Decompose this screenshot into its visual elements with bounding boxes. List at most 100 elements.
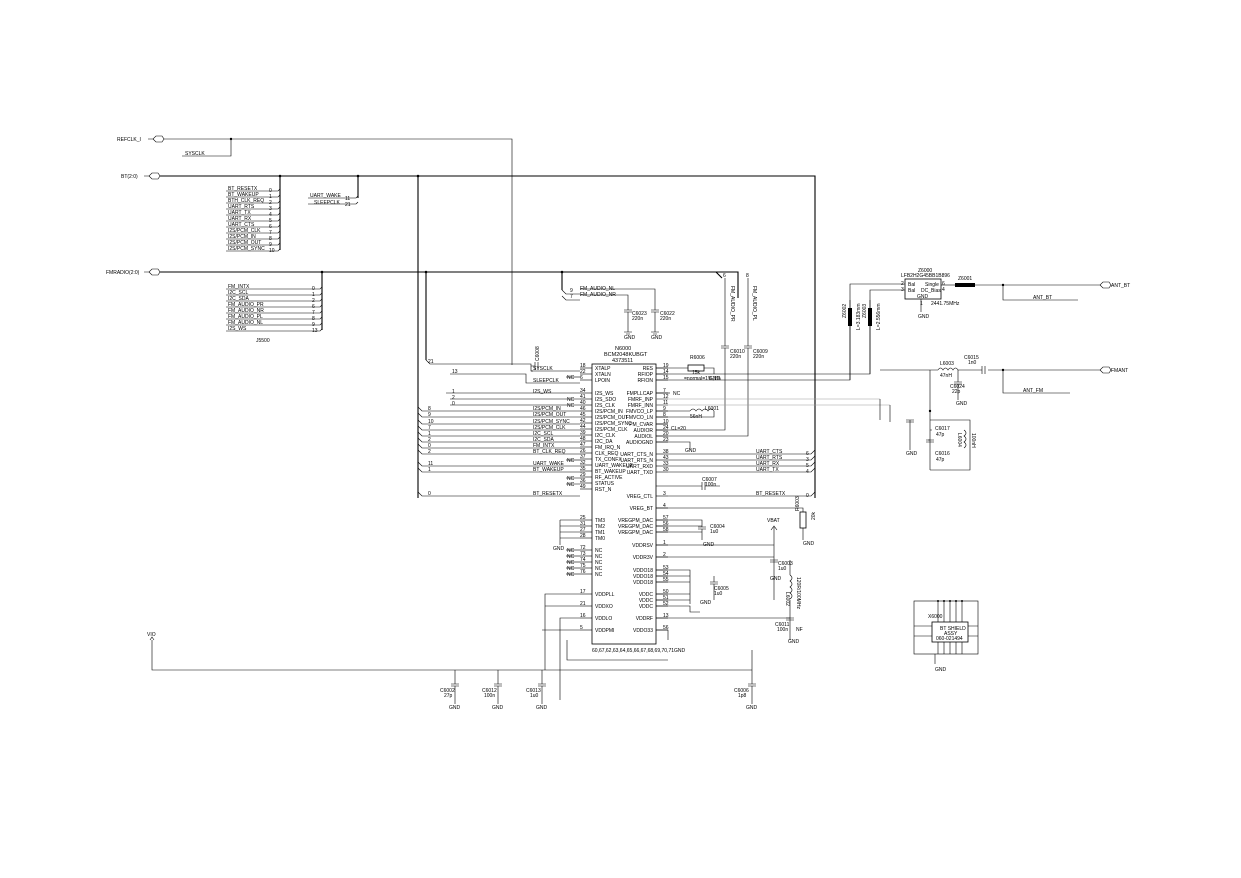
port-refclk-label: REFCLK_I — [117, 137, 141, 143]
chip-pin-name: VDDO33 — [633, 628, 653, 634]
chip-pin-num: 43 — [663, 455, 669, 461]
chip-pin-num: 54 — [663, 571, 669, 577]
chip-pin-num: 27 — [580, 527, 586, 533]
chip-pin-name: I2C_DA — [595, 439, 613, 445]
chip-pin-name: UART_TXD — [627, 470, 654, 476]
svg-text:GND: GND — [449, 705, 461, 711]
svg-text:Bal: Bal — [908, 282, 915, 288]
net-label: UART_CTS — [756, 449, 783, 455]
chip-pin-num: 34 — [580, 388, 586, 394]
chip-pin-name: UART_WAKEUP — [595, 463, 633, 469]
chip-pin-num: 33 — [663, 461, 669, 467]
svg-text:9: 9 — [570, 288, 573, 294]
chip-pin-name: VREGPM_DAC — [618, 518, 653, 524]
chip-pin-name: VDDRF — [636, 616, 653, 622]
net-label: I2S/PCM_CLK — [533, 425, 566, 431]
chip-pin-num: 32 — [580, 460, 586, 466]
svg-text:Single: Single — [925, 282, 939, 288]
chip-pin-num: 22 — [580, 369, 586, 375]
z6000-ref: Z6000 — [918, 268, 932, 274]
svg-text:C6011: C6011 — [775, 622, 790, 628]
bt-signal-label: I2S/PCM_IN — [228, 234, 256, 240]
chip-pin-name: TM0 — [595, 536, 605, 542]
svg-text:6: 6 — [942, 281, 945, 287]
svg-text:GND: GND — [956, 401, 968, 407]
chip-pin-num: 6 — [580, 375, 583, 381]
svg-text:NC: NC — [567, 476, 575, 482]
chip-pin-name: UART_RTS_N — [620, 458, 653, 464]
chip-pin-num: 13 — [663, 613, 669, 619]
chip-pin-name: I2C_CLK — [595, 433, 616, 439]
net-num: 5 — [806, 463, 809, 469]
bt-signal-label: BTH_CLK_REQ — [228, 198, 264, 204]
chip-pin-name: LPOIN — [595, 378, 610, 384]
fm-signal-num: 0 — [312, 286, 315, 292]
bt-signal-label: BT_WAKEUP — [228, 192, 259, 198]
bt-signal-label: I2S/PCM_OUT — [228, 240, 261, 246]
chip-pin-num: 20 — [663, 431, 669, 437]
svg-text:2: 2 — [452, 395, 455, 401]
svg-text:GND: GND — [674, 648, 686, 654]
left-nets: 21 C6008 SYSCLK NC 13 SLEEPCLK I2S_WS 1 … — [417, 346, 580, 578]
chip-pin-num: 8 — [663, 412, 666, 418]
net-num: 6 — [806, 451, 809, 457]
svg-text:GND: GND — [917, 294, 929, 300]
svg-text:GND: GND — [685, 448, 697, 454]
svg-text:56nH: 56nH — [690, 414, 702, 420]
chip-pin-name: TM3 — [595, 518, 605, 524]
chip-pin-num: 37 — [580, 454, 586, 460]
sysclk-top-label: SYSCLK — [185, 151, 205, 157]
fm-signal-num: 8 — [312, 316, 315, 322]
sleepclk-net: SLEEPCLK — [533, 378, 560, 384]
chip-pin-num: 51 — [663, 595, 669, 601]
chip-pin-num: 55 — [663, 577, 669, 583]
ant-fm-net: ANT_FM — [1023, 388, 1043, 394]
svg-text:7: 7 — [570, 294, 573, 300]
net-label: I2C_SDA — [533, 437, 555, 443]
fm-signal-label: I2C_SDA — [228, 296, 250, 302]
chip-pin-num: 11 — [663, 400, 668, 406]
chip-pin-num: 16 — [580, 613, 586, 619]
fm-signal-num: 7 — [312, 310, 315, 316]
chip-pin-name: I2S_WS — [595, 391, 614, 397]
chip-pin-name: FM_IRQ_N — [595, 445, 621, 451]
svg-text:L=3.183mm: L=3.183mm — [856, 303, 862, 330]
chip-pin-name: VREG_BT — [630, 506, 653, 512]
bt-signal-num: 10 — [269, 248, 275, 254]
port-fmradio: FMRADIO(2:0) — [106, 268, 739, 360]
chip-pin-name: FMRF_INP — [628, 397, 654, 403]
fm-signal-num: 1 — [312, 292, 315, 298]
svg-text:C6010: C6010 — [730, 349, 745, 355]
svg-text:100n: 100n — [777, 627, 788, 633]
fm-signal-label: I2C_SCL — [228, 290, 249, 296]
chip-pin-name: I2S/PCM_SYNC — [595, 421, 632, 427]
fm-antenna-section: L6003 47nH C6015 1n0 ANT_FM C6024 22p GN… — [879, 355, 1095, 471]
port-fmradio-label: FMRADIO(2:0) — [106, 270, 140, 276]
chip-pin-num: 57 — [663, 515, 669, 521]
chip-pin-num: 40 — [580, 400, 586, 406]
net-label: UART_WAKE — [533, 461, 565, 467]
chip-pin-num: 5 — [580, 625, 583, 631]
bt-signal-num: 3 — [269, 206, 272, 212]
svg-text:Z6003: Z6003 — [862, 304, 868, 318]
svg-text:13: 13 — [452, 369, 458, 375]
chip-pin-name: RES — [643, 366, 654, 372]
chip-pin-name: TM1 — [595, 530, 605, 536]
bt-signal-num: 5 — [269, 218, 272, 224]
chip-pin-num: 3 — [663, 491, 666, 497]
svg-text:1u0: 1u0 — [530, 693, 539, 699]
svg-text:120R/100MHz: 120R/100MHz — [795, 577, 801, 609]
chip-pin-num: 48 — [580, 436, 586, 442]
svg-text:47nH: 47nH — [940, 373, 952, 379]
net-label: UART_RTS — [756, 455, 783, 461]
svg-text:1: 1 — [452, 389, 455, 395]
svg-text:GND: GND — [935, 667, 947, 673]
bt-signal-num: 7 — [269, 230, 272, 236]
chip-pin-name: NC — [595, 548, 603, 554]
net-label: I2S/PCM_SYNC — [533, 419, 570, 425]
chip-pin-num: 58 — [663, 527, 669, 533]
svg-text:Z6002: Z6002 — [842, 304, 848, 318]
i2s-ws-net: I2S_WS — [533, 389, 552, 395]
